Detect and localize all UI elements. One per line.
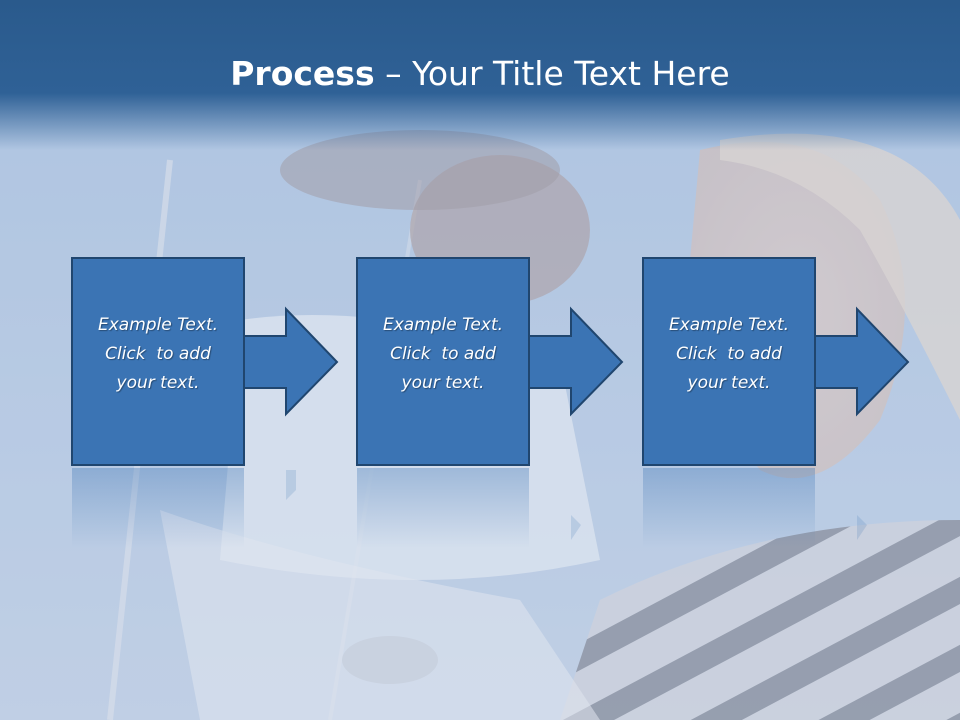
arrow-right-icon [243,306,339,417]
process-step-2[interactable] [356,257,624,466]
arrow-right-icon [528,306,624,417]
process-step-1[interactable] [71,257,339,466]
step-1-text[interactable]: Example Text. Click to add your text. [97,315,219,393]
arrow-right-icon [814,306,910,417]
step-2-text[interactable]: Example Text. Click to add your text. [382,315,504,393]
slide-title[interactable]: Process – Your Title Text Here [0,54,960,93]
title-bold: Process [230,54,375,93]
title-bar [0,0,960,150]
process-reflection [72,468,867,548]
step-3-text[interactable]: Example Text. Click to add your text. [668,315,790,393]
process-step-3[interactable] [642,257,910,466]
title-dash: – [385,54,402,93]
title-rest: Your Title Text Here [412,54,730,93]
